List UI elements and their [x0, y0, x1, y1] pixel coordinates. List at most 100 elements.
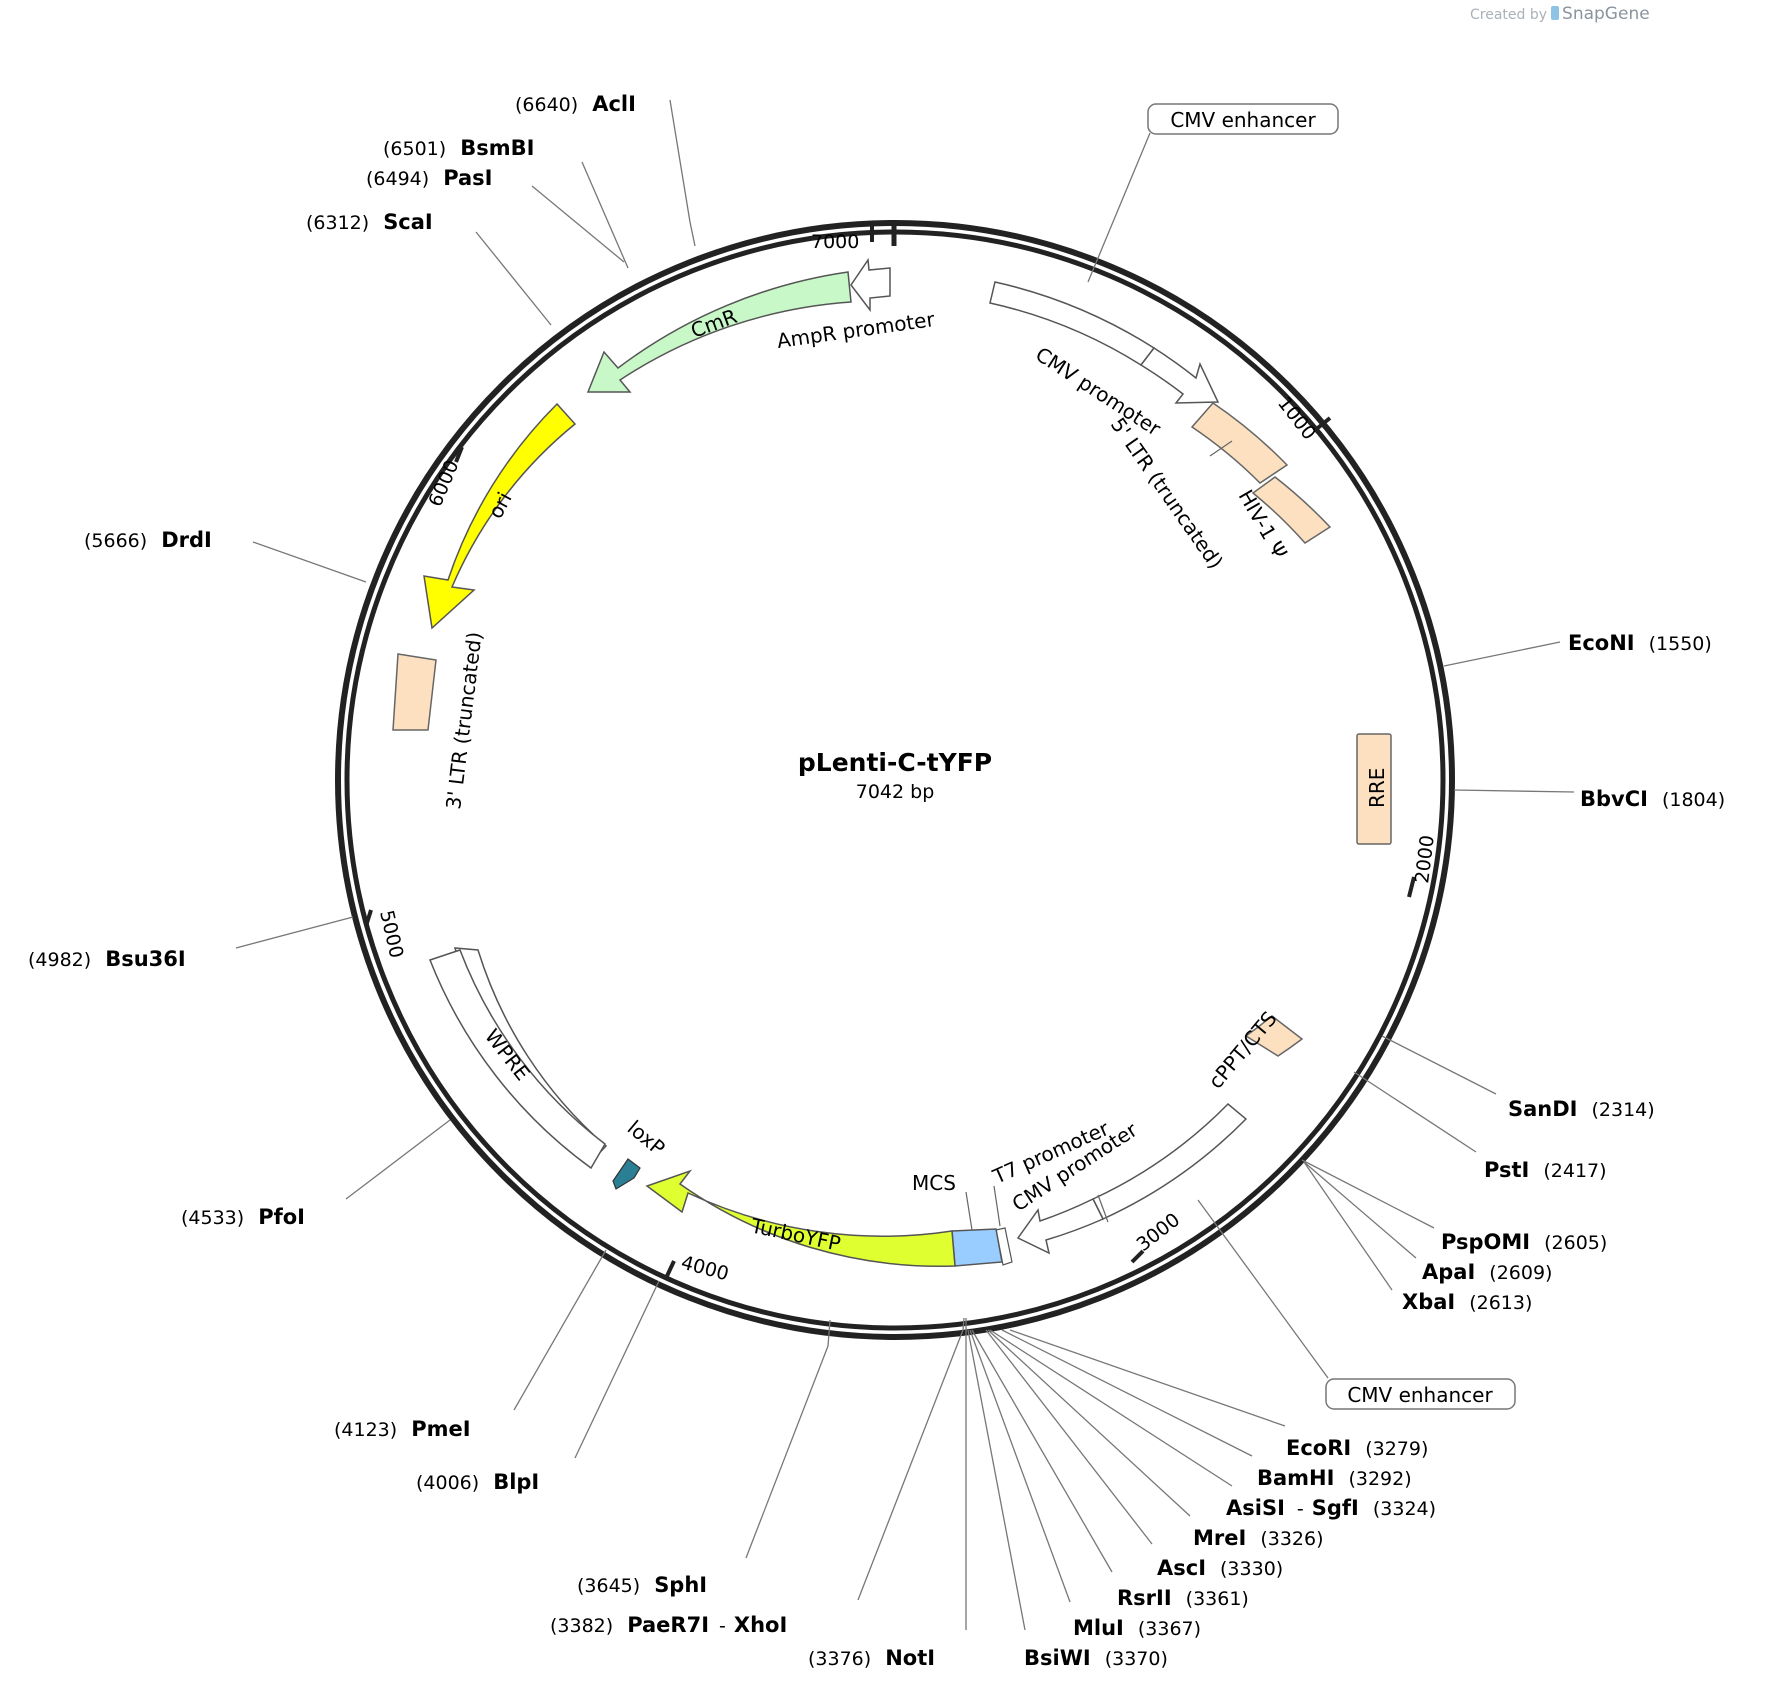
- site-scai: (6312)ScaI: [306, 210, 433, 234]
- leader-xbai: [1303, 1161, 1393, 1291]
- site-pasi-pos: (6494): [366, 168, 429, 190]
- turboyfp-label: TurboYFP: [748, 1213, 843, 1256]
- cmr-arrow: [586, 271, 852, 393]
- site-econi-name: EcoNI: [1568, 631, 1635, 655]
- site-apai: ApaI(2609): [1422, 1260, 1552, 1284]
- leader-bamhi: [1001, 1329, 1253, 1457]
- tick-label-4000: 4000: [679, 1252, 731, 1286]
- leader-pasi: [531, 185, 625, 263]
- site-sandi: SanDI(2314): [1508, 1097, 1655, 1121]
- tick-label-1000: 1000: [1273, 393, 1320, 445]
- leader-apai: [1303, 1161, 1417, 1259]
- mcs-leader: [965, 1191, 973, 1231]
- site-apai-name: ApaI: [1422, 1260, 1475, 1284]
- loxp-label: loxP: [623, 1115, 670, 1160]
- hiv-psi-box: [1251, 476, 1332, 544]
- leader-blpi: [574, 1280, 660, 1459]
- site-rsrii: RsrII (3361): [1117, 1586, 1249, 1610]
- tick-6000: [454, 446, 464, 463]
- leader-asisi-sgfi: [989, 1329, 1233, 1487]
- site-sphi-pos: (3645): [577, 1575, 640, 1597]
- site-drdi-pos: (5666): [84, 530, 147, 552]
- site-mrei-name: MreI: [1193, 1526, 1246, 1550]
- site-pasi-name: PasI: [443, 166, 492, 190]
- ltr3-label: 3' LTR (truncated): [441, 630, 487, 810]
- ampr-promoter-arrow: [850, 257, 891, 313]
- site-asisi-sgfi: AsiSI-SgfI(3324): [1226, 1496, 1436, 1520]
- leader-drdi: [252, 541, 367, 583]
- leader-pmei: [513, 1249, 607, 1411]
- site-econi-pos: (1550): [1649, 633, 1712, 655]
- site-bamhi-name: BamHI: [1257, 1466, 1334, 1490]
- leader-bbvci: [1453, 789, 1575, 793]
- site-psti-pos: (2417): [1543, 1160, 1606, 1182]
- site-noti-pos: (3376): [808, 1648, 871, 1670]
- leader-acli-stub: [689, 221, 696, 247]
- site-blpi-name: BlpI: [493, 1470, 539, 1494]
- mcs-box: [951, 1228, 1003, 1267]
- leader-paer7i-stub: [962, 1317, 965, 1331]
- site-drdi: (5666)DrdI: [84, 528, 212, 552]
- site-acli-name: AclI: [592, 92, 636, 116]
- cppt-box: [1244, 1015, 1304, 1057]
- tick-marks: [364, 224, 1416, 1277]
- site-bamhi-pos: (3292): [1348, 1468, 1411, 1490]
- site-bsiwi: BsiWI(3370): [1024, 1646, 1168, 1670]
- mcs-label: MCS: [912, 1171, 956, 1195]
- site-bsmbi-name: BsmBI: [460, 136, 534, 160]
- tick-label-6000: 6000: [424, 457, 463, 510]
- leader-econi: [1443, 641, 1561, 667]
- turboyfp-arrow: [645, 1169, 956, 1268]
- site-econi: EcoNI (1550): [1568, 631, 1712, 655]
- cmv-enhancer-label-box-2: [1325, 1378, 1516, 1410]
- site-asisi-sgfi-sep: -: [1297, 1498, 1304, 1520]
- site-paer7i-name: PaeR7I: [627, 1613, 709, 1637]
- site-pmei-name: PmeI: [411, 1417, 470, 1441]
- site-ecori-name: EcoRI: [1286, 1436, 1351, 1460]
- rre-box: [1356, 733, 1392, 845]
- site-psti: PstI(2417): [1484, 1158, 1607, 1182]
- site-pfoi-name: PfoI: [258, 1205, 305, 1229]
- leader-sphi-stub: [827, 1319, 831, 1347]
- site-bsmbi-pos: (6501): [383, 138, 446, 160]
- cmv-promoter-leader-2: [1097, 1194, 1109, 1223]
- site-sandi-pos: (2314): [1592, 1099, 1655, 1121]
- site-bsu36i: (4982)Bsu36I: [28, 947, 186, 971]
- wpre-arrow: [429, 949, 606, 1170]
- site-pmei-pos: (4123): [334, 1419, 397, 1441]
- site-mlui-pos: (3367): [1138, 1618, 1201, 1640]
- backbone-inner-ring: [344, 229, 1446, 1331]
- site-pfoi: (4533) PfoI: [181, 1205, 305, 1229]
- site-asci-name: AscI: [1157, 1556, 1206, 1580]
- site-rsrii-name: RsrII: [1117, 1586, 1172, 1610]
- loxp-arrow: [612, 1158, 641, 1190]
- leader-paer7i-xhoi: [857, 1329, 964, 1601]
- site-rsrii-pos: (3361): [1186, 1588, 1249, 1610]
- site-pfoi-pos: (4533): [181, 1207, 244, 1229]
- ampr-promoter-label: AmpR promoter: [775, 307, 936, 353]
- site-sphi-name: SphI: [654, 1573, 707, 1597]
- backbone-outer-ring: [335, 220, 1455, 1340]
- leader-sphi: [745, 1345, 829, 1559]
- leader-mrei: [987, 1329, 1191, 1517]
- site-xbai: XbaI(2613): [1402, 1290, 1532, 1314]
- site-bbvci-name: BbvCI: [1580, 787, 1648, 811]
- cmv-enhancer-arrow-1: [989, 281, 1156, 366]
- leader-rsrii: [971, 1329, 1113, 1573]
- site-bsmbi: (6501) BsmBI: [383, 136, 534, 160]
- site-sgfi-name: SgfI: [1312, 1496, 1359, 1520]
- site-xbai-name: XbaI: [1402, 1290, 1455, 1314]
- site-asci: AscI (3330): [1157, 1556, 1283, 1580]
- site-acli-pos: (6640): [515, 94, 578, 116]
- site-mlui-name: MluI: [1073, 1616, 1124, 1640]
- site-asci-pos: (3330): [1220, 1558, 1283, 1580]
- leader-pfoi: [345, 1119, 451, 1200]
- site-blpi: (4006)BlpI: [416, 1470, 539, 1494]
- cmv-enhancer-label-1: CMV enhancer: [1170, 108, 1316, 132]
- ltr3-box: [392, 653, 437, 731]
- ltr5-leader: [1209, 440, 1233, 457]
- cmv-enhancer-arrow-2: [1091, 1102, 1248, 1220]
- site-asisi-sgfi-pos: (3324): [1373, 1498, 1436, 1520]
